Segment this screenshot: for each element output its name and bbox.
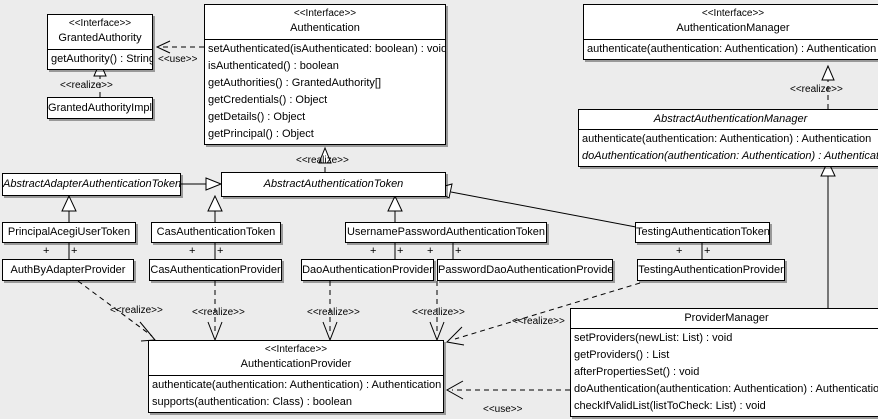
class-header-provider-manager: ProviderManager bbox=[571, 309, 878, 328]
method-item: doAuthentication(authentication: Authent… bbox=[582, 150, 878, 162]
class-name-label: TestingAuthenticationProvider bbox=[638, 264, 784, 276]
class-name-label: AuthByAdapterProvider bbox=[10, 264, 126, 276]
edge-label-use-provider-manager: <<use>> bbox=[483, 404, 523, 415]
method-item: authenticate(authentication: Authenticat… bbox=[152, 379, 442, 391]
edge-label-realize-dao-authentication-provider: <<realize>> bbox=[307, 307, 360, 318]
class-name-label: PrincipalAcegiUserToken bbox=[7, 226, 131, 238]
multiplicity-plus: + bbox=[189, 245, 196, 257]
edge-abstractadapter-to-abstractauthenticationtoken bbox=[181, 177, 223, 191]
class-name-label: PasswordDaoAuthenticationProvider bbox=[438, 264, 613, 276]
class-members-provider-manager: setProviders(newList: List) : void getPr… bbox=[571, 328, 878, 416]
class-box-password-dao-authentication-provider[interactable]: PasswordDaoAuthenticationProvider bbox=[437, 259, 613, 281]
edge-label-use-granted-authority: <<use>> bbox=[158, 54, 198, 65]
class-box-cas-authentication-token[interactable]: CasAuthenticationToken bbox=[151, 222, 281, 243]
edge-label-realize-abstract-authentication-manager: <<realize>> bbox=[790, 84, 843, 95]
multiplicity-plus: + bbox=[704, 245, 711, 257]
class-header-granted-authority: <<Interface>> GrantedAuthority bbox=[48, 15, 152, 49]
class-name-label: DaoAuthenticationProvider bbox=[302, 264, 433, 276]
class-members-authentication-provider: authenticate(authentication: Authenticat… bbox=[149, 375, 443, 412]
class-header-authentication-provider: <<Interface>> AuthenticationProvider bbox=[149, 341, 443, 375]
edge-label-realize-auth-by-adapter-provider: <<realize>> bbox=[110, 305, 163, 316]
class-box-principal-acegi-user-token[interactable]: PrincipalAcegiUserToken bbox=[2, 222, 136, 243]
class-box-provider-manager[interactable]: ProviderManager setProviders(newList: Li… bbox=[570, 308, 878, 417]
edge-providermanager-extends-abstractauthenticationmanager bbox=[820, 159, 836, 308]
multiplicity-plus: + bbox=[397, 245, 404, 257]
class-name-label: CasAuthenticationProvider bbox=[150, 264, 281, 276]
method-item: authenticate(authentication: Authenticat… bbox=[587, 43, 877, 55]
class-members-authentication-manager: authenticate(authentication: Authenticat… bbox=[584, 39, 878, 59]
stereotype-label: <<Interface>> bbox=[68, 18, 132, 29]
class-name-label: AbstractAuthenticationManager bbox=[653, 113, 808, 125]
class-box-authentication-manager[interactable]: <<Interface>> AuthenticationManager auth… bbox=[583, 4, 878, 60]
class-name-label: CasAuthenticationToken bbox=[156, 226, 276, 238]
method-item: setProviders(newList: List) : void bbox=[574, 332, 733, 344]
class-box-granted-authority-impl[interactable]: GrantedAuthorityImpl bbox=[47, 97, 153, 119]
class-name-label: GrantedAuthority bbox=[58, 32, 142, 44]
edge-label-realize-cas-authentication-provider: <<realize>> bbox=[192, 307, 245, 318]
method-item: doAuthentication(authentication: Authent… bbox=[574, 383, 878, 395]
edge-usernamepasswordtoken-extends-abstractauthenticationtoken bbox=[387, 194, 403, 222]
multiplicity-plus: + bbox=[676, 245, 683, 257]
class-box-username-password-authentication-token[interactable]: UsernamePasswordAuthenticationToken bbox=[345, 222, 547, 243]
edge-label-realize-abstract-authentication-token: <<realize>> bbox=[296, 155, 349, 166]
method-item: supports(authentication: Class) : boolea… bbox=[152, 396, 352, 408]
class-box-auth-by-adapter-provider[interactable]: AuthByAdapterProvider bbox=[2, 259, 134, 281]
class-box-cas-authentication-provider[interactable]: CasAuthenticationProvider bbox=[149, 259, 282, 281]
class-name-label: AbstractAdapterAuthenticationToken bbox=[3, 178, 181, 190]
class-header-abstract-authentication-manager: AbstractAuthenticationManager bbox=[579, 110, 878, 129]
class-name-label: UsernamePasswordAuthenticationToken bbox=[346, 226, 546, 238]
class-members-authentication: setAuthenticated(isAuthenticated: boolea… bbox=[205, 39, 445, 144]
stereotype-label: <<Interface>> bbox=[701, 8, 765, 19]
method-item: getCredentials() : Object bbox=[208, 94, 328, 106]
multiplicity-plus: + bbox=[71, 245, 78, 257]
class-box-abstract-adapter-authentication-token[interactable]: AbstractAdapterAuthenticationToken bbox=[2, 173, 181, 196]
edge-testingauthenticationtoken-extends-abstractauthenticationtoken bbox=[432, 183, 637, 228]
method-item: getAuthority() : String bbox=[51, 53, 152, 65]
class-box-dao-authentication-provider[interactable]: DaoAuthenticationProvider bbox=[301, 259, 434, 281]
multiplicity-plus: + bbox=[217, 245, 224, 257]
class-members-granted-authority: getAuthority() : String bbox=[48, 49, 152, 69]
edge-authentication-uses-grantedauthority bbox=[155, 40, 204, 54]
class-box-abstract-authentication-token[interactable]: AbstractAuthenticationToken bbox=[221, 172, 446, 197]
class-name-label: AuthenticationProvider bbox=[240, 358, 352, 370]
multiplicity-plus: + bbox=[427, 245, 434, 257]
class-name-label: Authentication bbox=[290, 22, 360, 34]
edge-label-realize-provider-manager: <<realize>> bbox=[512, 316, 565, 327]
class-name-label: AuthenticationManager bbox=[676, 22, 790, 34]
multiplicity-plus: + bbox=[370, 245, 377, 257]
method-item: isAuthenticated() : boolean bbox=[208, 60, 339, 72]
edge-principalacegiusertoken-extends-abstractadapter bbox=[61, 194, 77, 222]
edge-token-provider-associations bbox=[68, 242, 703, 259]
method-item: afterPropertiesSet() : void bbox=[574, 366, 700, 378]
class-header-authentication: <<Interface>> Authentication bbox=[205, 5, 445, 39]
class-name-label: GrantedAuthorityImpl bbox=[48, 102, 152, 114]
class-box-authentication-provider[interactable]: <<Interface>> AuthenticationProvider aut… bbox=[148, 340, 444, 413]
method-item: getPrincipal() : Object bbox=[208, 128, 314, 140]
edge-providermanager-uses-authenticationprovider bbox=[445, 380, 570, 400]
method-item: setAuthenticated(isAuthenticated: boolea… bbox=[208, 43, 445, 55]
method-item: checkIfValidList(listToCheck: List) : vo… bbox=[574, 400, 766, 412]
edge-label-realize-granted-authority-impl: <<realize>> bbox=[60, 80, 113, 91]
stereotype-label: <<Interface>> bbox=[264, 344, 328, 355]
class-box-abstract-authentication-manager[interactable]: AbstractAuthenticationManager authentica… bbox=[578, 109, 878, 167]
class-box-authentication[interactable]: <<Interface>> Authentication setAuthenti… bbox=[204, 4, 446, 145]
edge-label-realize-password-dao-provider: <<realize>> bbox=[412, 307, 465, 318]
class-members-abstract-authentication-manager: authenticate(authentication: Authenticat… bbox=[579, 129, 878, 166]
method-item: getDetails() : Object bbox=[208, 111, 306, 123]
class-name-label: ProviderManager bbox=[684, 312, 769, 324]
class-box-granted-authority[interactable]: <<Interface>> GrantedAuthority getAuthor… bbox=[47, 14, 153, 70]
method-item: getProviders() : List bbox=[574, 349, 670, 361]
class-name-label: TestingAuthenticationToken bbox=[636, 226, 770, 238]
class-box-testing-authentication-token[interactable]: TestingAuthenticationToken bbox=[635, 222, 770, 243]
class-header-authentication-manager: <<Interface>> AuthenticationManager bbox=[584, 5, 878, 39]
stereotype-label: <<Interface>> bbox=[293, 8, 357, 19]
edge-casauthenticationtoken-extends-abstractauthenticationtoken bbox=[207, 194, 223, 222]
method-item: authenticate(authentication: Authenticat… bbox=[582, 133, 872, 145]
method-item: getAuthorities() : GrantedAuthority[] bbox=[208, 77, 382, 89]
class-name-label: AbstractAuthenticationToken bbox=[263, 178, 404, 190]
multiplicity-plus: + bbox=[455, 245, 462, 257]
multiplicity-plus: + bbox=[43, 245, 50, 257]
class-box-testing-authentication-provider[interactable]: TestingAuthenticationProvider bbox=[637, 259, 785, 281]
